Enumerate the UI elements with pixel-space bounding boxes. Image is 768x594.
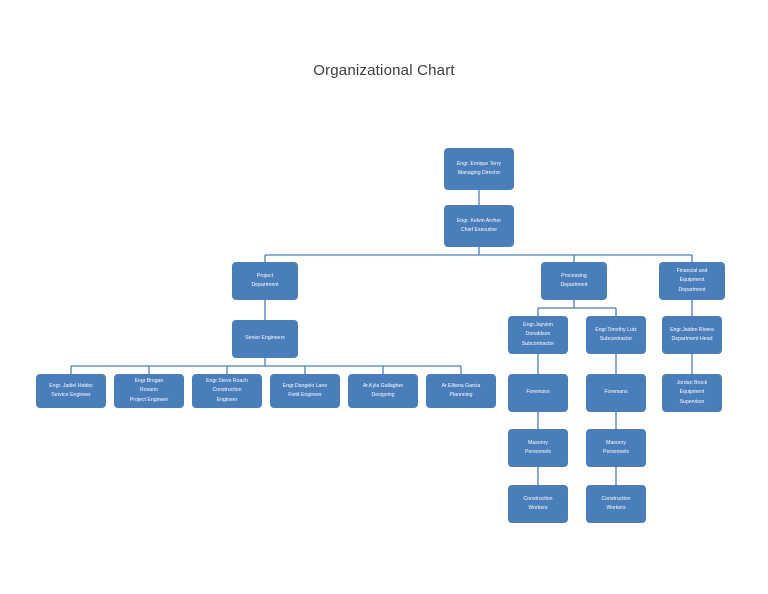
node-foremans-left-label: Foremans: [526, 389, 550, 396]
node-subcontractor-jayvion-label: Engr.Jayvion Donaldson Subcontractor: [521, 322, 555, 347]
page-title: Organizational Chart: [313, 62, 455, 79]
node-managing-director-label: Engr. Enrique Terry Managing Director: [456, 160, 502, 176]
node-foremans-left[interactable]: Foremans: [508, 374, 568, 412]
node-construction-workers-right[interactable]: Construction Workers: [586, 485, 646, 523]
node-financial-department-label: Financial and Equipment Department: [676, 268, 708, 293]
node-managing-director[interactable]: Engr. Enrique Terry Managing Director: [444, 148, 514, 190]
node-project-department[interactable]: Project Department: [232, 262, 298, 300]
node-construction-workers-right-label: Construction Workers: [601, 495, 631, 511]
node-foremans-right[interactable]: Foremans: [586, 374, 646, 412]
node-service-engineer[interactable]: Engr. Jadiel Hobbs Service Engineer: [36, 374, 106, 408]
node-planning[interactable]: Ar.Elliana Garcia Plannning: [426, 374, 496, 408]
node-foremans-right-label: Foremans: [604, 389, 628, 396]
node-processing-department-label: Processing Department: [560, 272, 588, 288]
node-construction-workers-left[interactable]: Construction Workers: [508, 485, 568, 523]
node-equipment-supervisor-label: Jordan Brock Equipment Supervisor: [676, 380, 708, 405]
node-chief-executive-label: Engr. Kelvin Archer Chief Executive: [456, 217, 502, 233]
node-masonry-left-label: Masonry Personnels: [525, 439, 551, 455]
node-service-engineer-label: Engr. Jadiel Hobbs Service Engineer: [49, 382, 93, 398]
node-construction-workers-left-label: Construction Workers: [523, 495, 553, 511]
node-subcontractor-jayvion[interactable]: Engr.Jayvion Donaldson Subcontractor: [508, 316, 568, 354]
node-equipment-supervisor[interactable]: Jordan Brock Equipment Supervisor: [662, 374, 722, 412]
node-masonry-right-label: Masonry Personnels: [603, 439, 629, 455]
node-planning-label: Ar.Elliana Garcia Plannning: [441, 382, 481, 398]
node-field-engineer-label: Engr.Dangelo Lane Field Engineer: [282, 382, 328, 398]
node-financial-department[interactable]: Financial and Equipment Department: [659, 262, 725, 300]
node-processing-department[interactable]: Processing Department: [541, 262, 607, 300]
node-designing-label: Ar.Kyla Gallagher Designing: [362, 382, 404, 398]
node-designing[interactable]: Ar.Kyla Gallagher Designing: [348, 374, 418, 408]
node-chief-executive[interactable]: Engr. Kelvin Archer Chief Executive: [444, 205, 514, 247]
node-masonry-right[interactable]: Masonry Personnels: [586, 429, 646, 467]
node-department-head-label: Engr.Jaiden Rivera Department Head: [670, 326, 714, 342]
node-project-engineer-label: Engr.Brogan Rosario Project Engineer: [129, 378, 169, 403]
node-project-engineer[interactable]: Engr.Brogan Rosario Project Engineer: [114, 374, 184, 408]
node-senior-engineers[interactable]: Senior Engineers: [232, 320, 298, 358]
node-construction-engineer[interactable]: Engr.Steve Roach Construction Engineer: [192, 374, 262, 408]
node-subcontractor-timothy[interactable]: Engr.Timothy Lutz Subcontractor: [586, 316, 646, 354]
node-masonry-left[interactable]: Masonry Personnels: [508, 429, 568, 467]
node-construction-engineer-label: Engr.Steve Roach Construction Engineer: [206, 378, 248, 403]
node-field-engineer[interactable]: Engr.Dangelo Lane Field Engineer: [270, 374, 340, 408]
node-senior-engineers-label: Senior Engineers: [245, 335, 285, 342]
node-project-department-label: Project Department: [251, 272, 279, 288]
node-department-head[interactable]: Engr.Jaiden Rivera Department Head: [662, 316, 722, 354]
node-subcontractor-timothy-label: Engr.Timothy Lutz Subcontractor: [595, 326, 637, 342]
